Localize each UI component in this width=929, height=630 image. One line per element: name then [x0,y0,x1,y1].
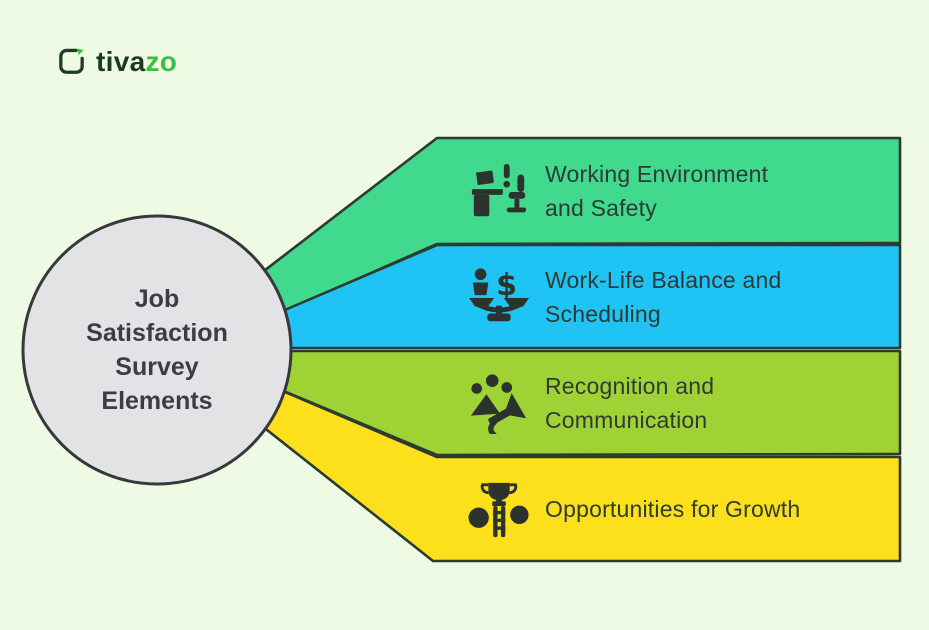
band-label-line1: Recognition and [545,373,715,399]
band-item-growth: Opportunities for Growth [468,458,900,560]
logo-text-prefix: tiva [96,45,146,77]
hub-title: Job Satisfaction Survey Elements [37,282,277,418]
band-label-line2: Communication [545,407,708,433]
band-item-work-life-balance: $ Work-Life Balance and Scheduling [468,246,900,348]
band-label: Recognition and Communication [545,369,714,437]
logo-text: tivazo [96,45,178,77]
band-label-line1: Working Environment [545,161,769,187]
band-item-working-environment: Working Environment and Safety [468,139,900,243]
tivazo-mark-icon [59,48,84,74]
band-label-line2: and Safety [545,195,657,221]
hub-title-line: Job [134,285,180,313]
logo-text-suffix: zo [145,45,178,77]
hub-circle [21,214,293,486]
band-label: Opportunities for Growth [545,492,800,526]
recognition-megaphone-icon [470,374,527,434]
hub-title-line: Survey [115,353,199,381]
logo: tivazo [56,46,177,77]
trophy-ladder-icon [468,482,529,538]
svg-text:$: $ [496,268,517,303]
band-label: Work-Life Balance and Scheduling [545,263,781,331]
hub-title-line: Elements [101,387,213,415]
band-label-line2: Scheduling [545,301,661,327]
work-life-balance-icon: $ [468,268,530,322]
hub-title-line: Satisfaction [86,319,228,347]
band-label-line1: Opportunities for Growth [545,496,801,522]
band-label-line1: Work-Life Balance and [545,267,782,293]
band-label: Working Environment and Safety [545,157,768,225]
band-item-recognition: Recognition and Communication [468,352,900,454]
workstation-icon [471,163,527,217]
